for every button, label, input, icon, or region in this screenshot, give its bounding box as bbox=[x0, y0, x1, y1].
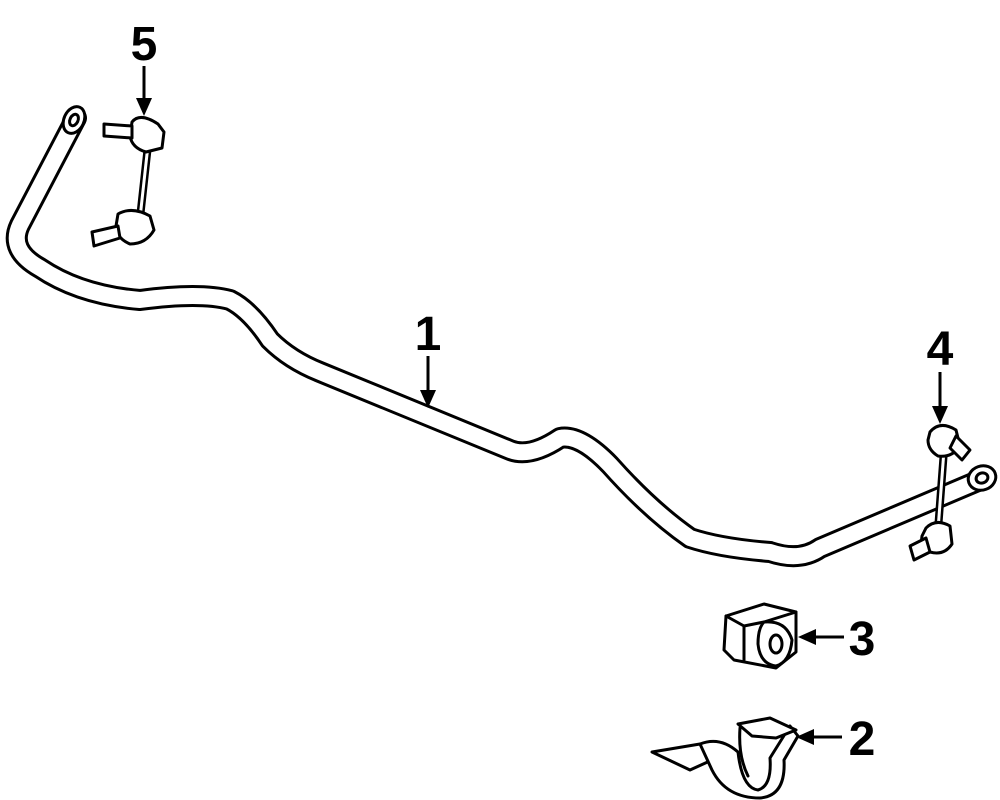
arrowhead-1 bbox=[420, 390, 436, 408]
callout-label-5: 5 bbox=[131, 18, 158, 71]
callout-4: 4 bbox=[927, 323, 954, 424]
arrowhead-2 bbox=[796, 729, 814, 745]
callout-label-4: 4 bbox=[927, 323, 954, 376]
bracket bbox=[650, 716, 800, 800]
stabilizer-link-right bbox=[908, 424, 972, 562]
bar-left-end bbox=[61, 105, 87, 135]
arrowhead-4 bbox=[932, 406, 948, 424]
callout-5: 5 bbox=[131, 18, 158, 116]
bar-right-end bbox=[966, 464, 998, 492]
callout-label-3: 3 bbox=[849, 613, 876, 666]
stabilizer-bar bbox=[5, 105, 998, 568]
bushing bbox=[722, 602, 798, 670]
callout-label-2: 2 bbox=[849, 713, 876, 766]
callout-label-1: 1 bbox=[415, 308, 442, 361]
callout-3: 3 bbox=[798, 613, 875, 666]
arrowhead-3 bbox=[798, 629, 816, 645]
stabilizer-link-left bbox=[90, 116, 166, 248]
callout-2: 2 bbox=[796, 713, 875, 766]
callout-1: 1 bbox=[415, 308, 442, 408]
arrowhead-5 bbox=[136, 98, 152, 116]
